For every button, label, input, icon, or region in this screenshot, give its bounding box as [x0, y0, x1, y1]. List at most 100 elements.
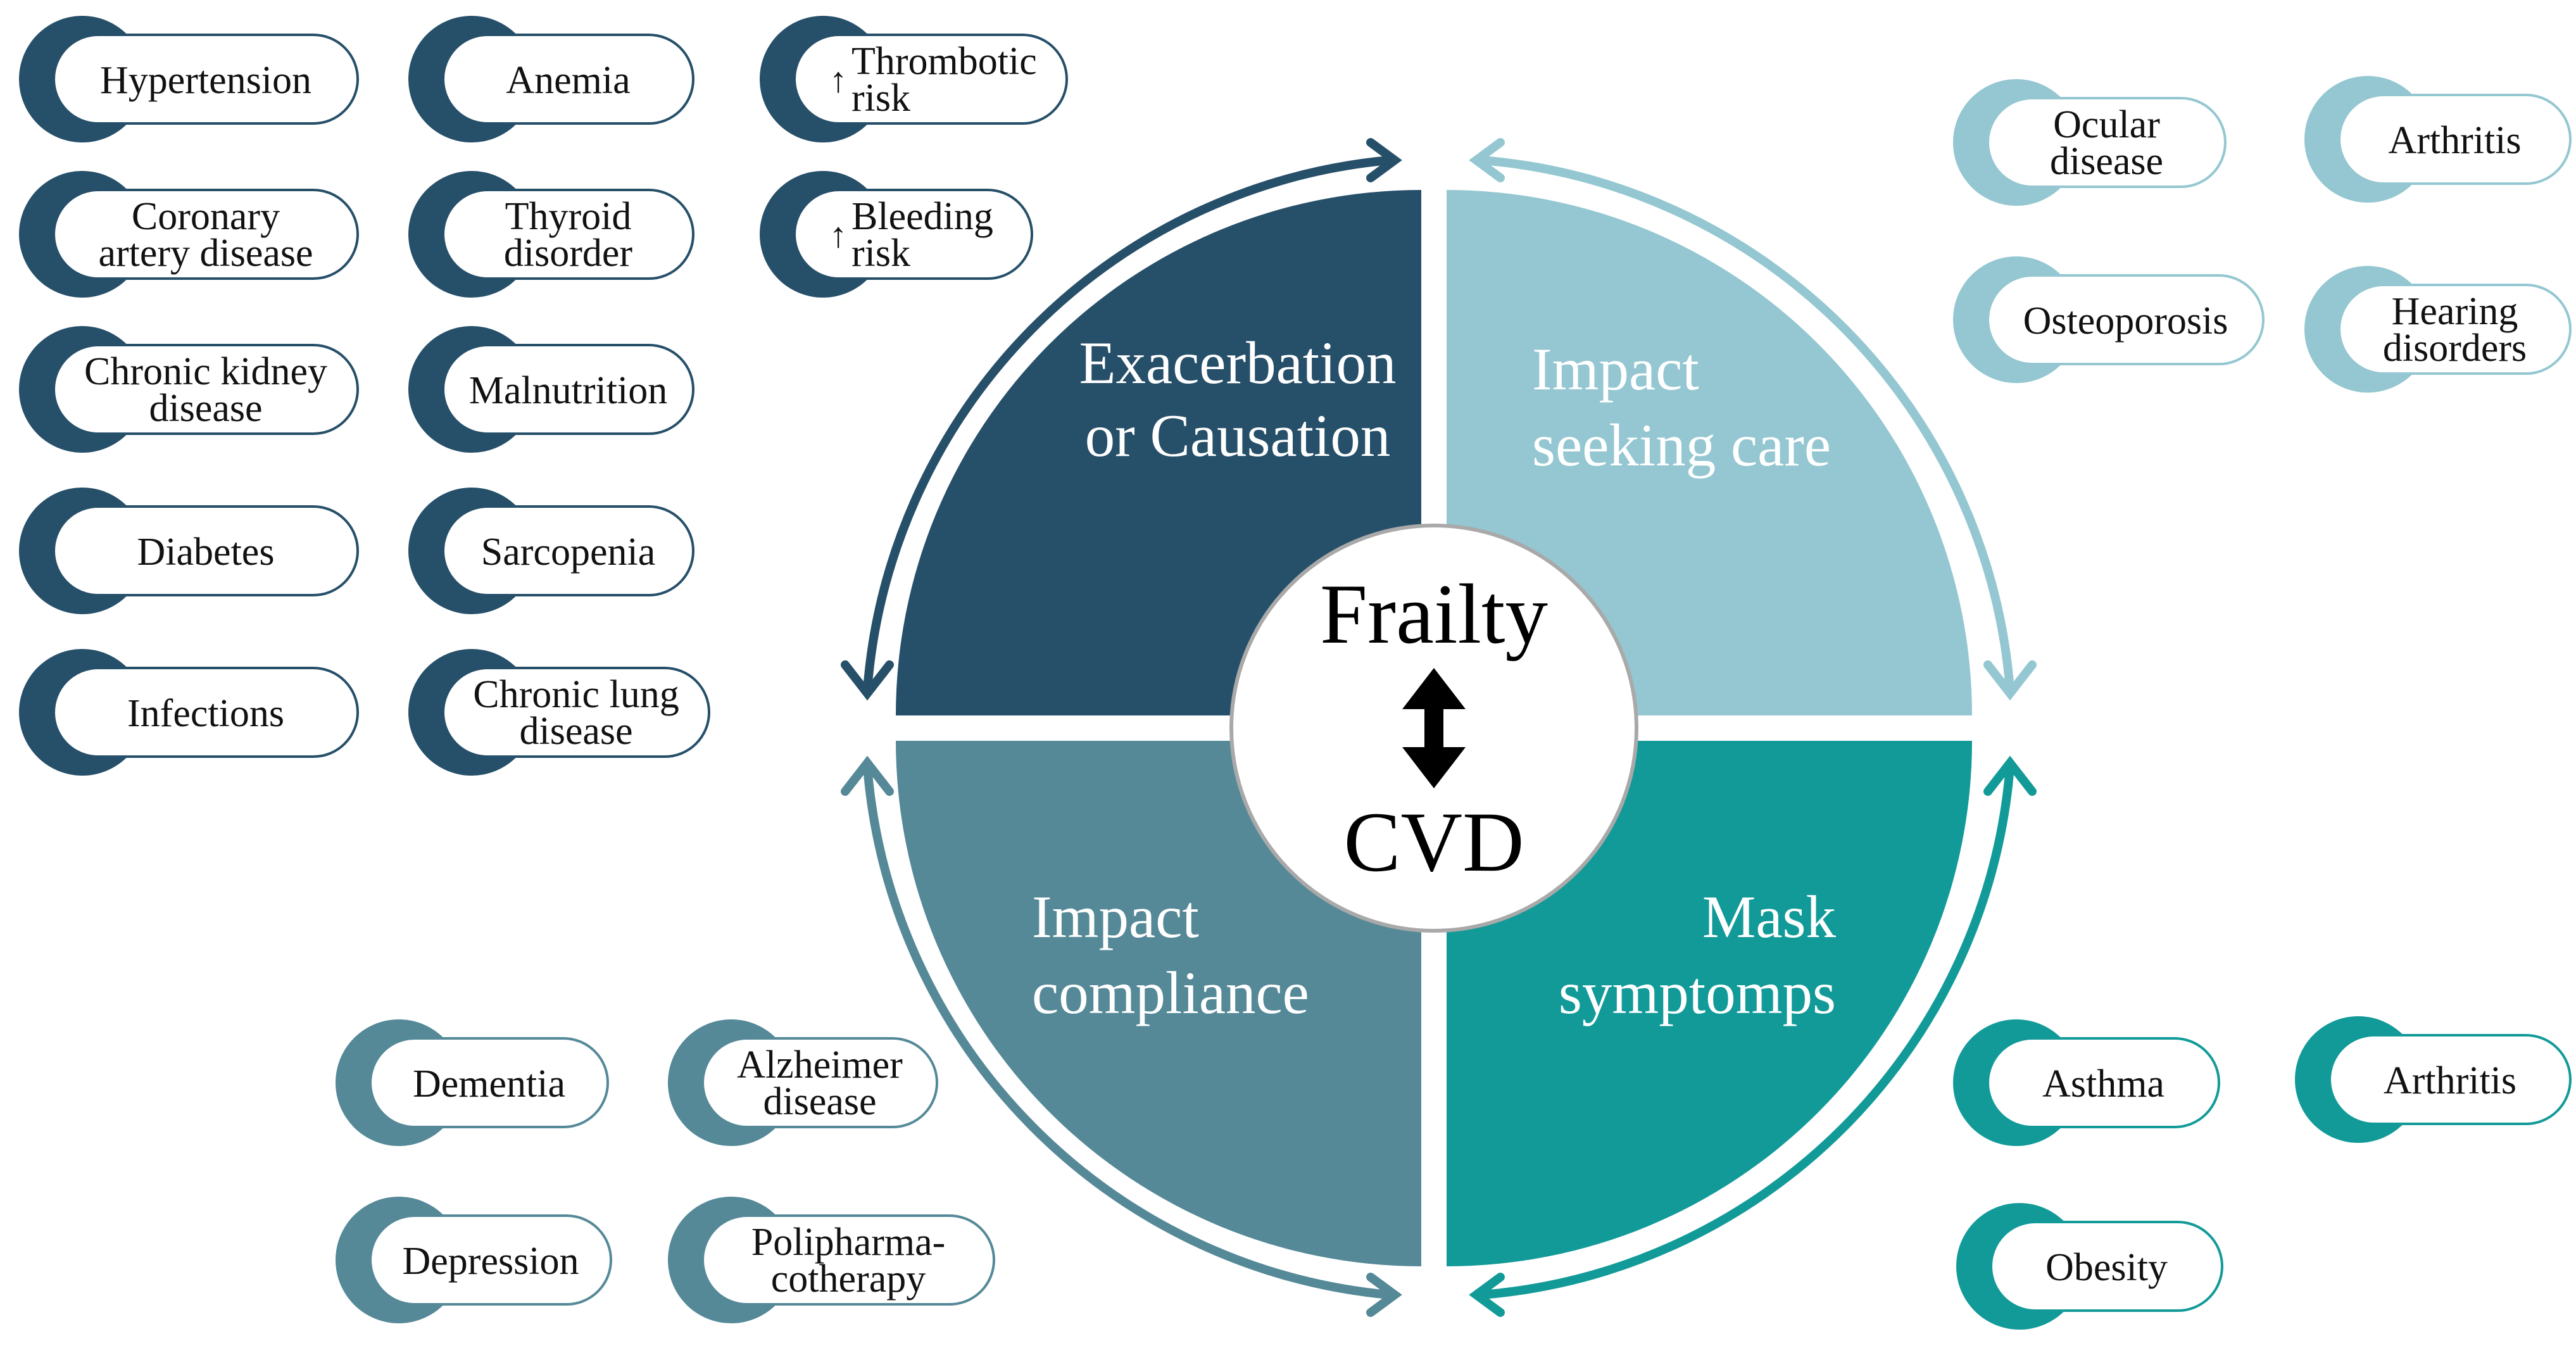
condition-pill: Dementia	[336, 1019, 609, 1146]
cycle-arrows	[841, 138, 2037, 1317]
pill-label: Thrombotic	[851, 40, 1037, 83]
cycle-arrow-top-right	[1477, 156, 2014, 695]
pill-label: Thyroid	[505, 195, 632, 238]
pill-label: Depression	[403, 1240, 579, 1283]
condition-pill: Depression	[336, 1197, 612, 1323]
pill-body	[442, 189, 694, 280]
condition-pill: Infections	[19, 649, 359, 776]
cycle-arrow-top-left	[863, 156, 1394, 695]
pill-label: Hearing	[2392, 290, 2518, 333]
condition-pill: Obesity	[1956, 1203, 2223, 1330]
pill-body	[2338, 284, 2572, 375]
pill-body	[793, 34, 1068, 125]
pill-label: Asthma	[2042, 1062, 2164, 1105]
condition-pill: Arthritis	[2304, 76, 2572, 203]
pill-label: disorder	[504, 232, 633, 275]
up-arrow-icon: ↑	[829, 216, 847, 255]
pill-label: Malnutrition	[469, 369, 667, 412]
condition-pill: Asthma	[1953, 1019, 2220, 1146]
pill-label: cotherapy	[771, 1257, 926, 1301]
condition-pill: Malnutrition	[408, 326, 694, 453]
pill-body	[442, 34, 694, 125]
pill-body	[1987, 97, 2227, 188]
condition-pill: Osteoporosis	[1953, 256, 2265, 383]
pill-label: artery disease	[98, 232, 313, 275]
condition-pill: Polipharma-cotherapy	[668, 1197, 995, 1323]
pill-label: disease	[519, 710, 632, 753]
pill-label: Infections	[127, 692, 284, 735]
pill-body	[53, 505, 359, 596]
cycle-arrow-head	[1469, 138, 1505, 182]
pill-label: Osteoporosis	[2023, 299, 2228, 343]
cycle-arrow-head	[1983, 755, 2037, 796]
pill-label: Dementia	[413, 1062, 565, 1105]
pill-label: Hypertension	[100, 59, 311, 102]
pill-body	[442, 667, 710, 758]
pill-label: risk	[851, 77, 910, 120]
cycle-arrow-head	[841, 755, 894, 796]
double-headed-arrow-icon	[1402, 668, 1466, 788]
pill-body	[701, 1214, 995, 1306]
pill-label: disease	[149, 387, 262, 430]
pill-body	[2328, 1034, 2572, 1125]
pill-body	[53, 34, 359, 125]
pill-body	[1990, 1221, 2223, 1312]
condition-pill: Arthritis	[2295, 1016, 2572, 1143]
condition-pill: Anemia	[408, 16, 694, 142]
cycle-arrow-head	[1983, 660, 2037, 701]
quadrant-label-compliance-2: compliance	[1032, 959, 1309, 1026]
pill-label: Polipharma-	[751, 1221, 946, 1264]
pill-label: Obesity	[2045, 1246, 2168, 1289]
pill-label: Sarcopenia	[481, 531, 655, 574]
pill-label: Bleeding	[851, 195, 993, 238]
pill-body	[369, 1214, 612, 1306]
pill-body	[369, 1037, 609, 1128]
quadrant-label-exacerbation-2: or Causation	[1085, 402, 1391, 469]
cycle-arrow-head	[1366, 1273, 1402, 1317]
pill-body	[442, 505, 694, 596]
condition-pill: Diabetes	[19, 488, 359, 614]
center-label-frailty: Frailty	[1320, 567, 1548, 662]
condition-pill: Sarcopenia	[408, 488, 694, 614]
quadrant-label-seeking-care-2: seeking care	[1532, 412, 1831, 479]
cycle-arrow-head	[841, 660, 894, 701]
pill-label: Chronic lung	[473, 673, 679, 716]
pill-label: Ocular	[2053, 103, 2160, 146]
pill-label: Arthritis	[2384, 1059, 2516, 1102]
cycle-arrow-bottom-right	[1477, 762, 2014, 1299]
pill-label: Arthritis	[2388, 119, 2521, 162]
quadrant-label-mask-1: Mask	[1702, 883, 1837, 950]
pill-label: risk	[851, 232, 910, 275]
condition-pill: Hypertension	[19, 16, 359, 142]
pill-label: Alzheimer	[737, 1043, 903, 1087]
up-arrow-icon: ↑	[829, 61, 847, 100]
pill-body	[2338, 94, 2572, 185]
pill-body	[1987, 1037, 2220, 1128]
pill-label: disease	[763, 1080, 876, 1123]
pill-body	[701, 1037, 938, 1128]
pill-body	[53, 667, 359, 758]
pill-body	[793, 189, 1033, 280]
center-label-cvd: CVD	[1343, 795, 1524, 890]
pill-body	[53, 189, 359, 280]
pill-label: disorders	[2383, 327, 2527, 370]
cycle-arrow-head	[1469, 1273, 1505, 1317]
quadrant-label-exacerbation-1: Exacerbation	[1079, 329, 1396, 396]
pill-label: Coronary	[132, 195, 280, 238]
cycle-arrow-head	[1366, 138, 1402, 182]
quadrant-label-seeking-care-1: Impact	[1532, 336, 1699, 403]
pill-body	[1987, 274, 2265, 365]
quadrant-label-compliance-1: Impact	[1032, 883, 1199, 950]
pill-label: Anemia	[506, 59, 630, 102]
